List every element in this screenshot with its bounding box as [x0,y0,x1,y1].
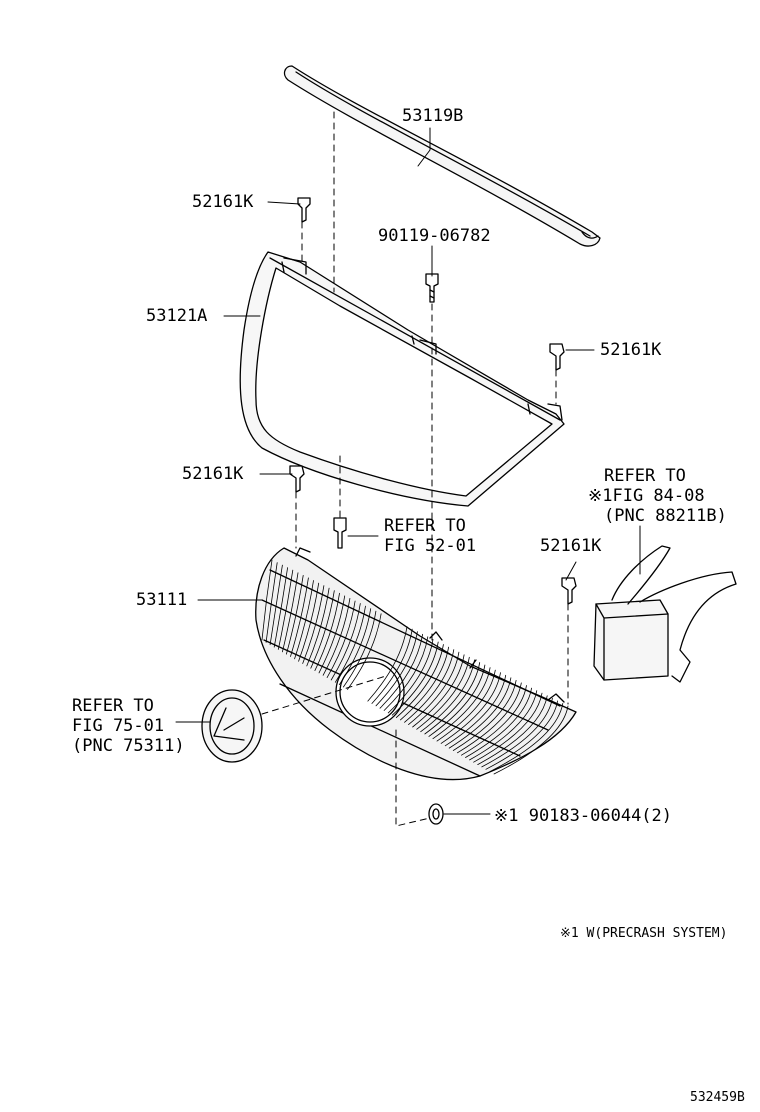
grille-slat [387,639,434,714]
grille-slat [322,598,351,676]
grille-slat [432,667,491,740]
label-52161k-2: 52161K [600,340,662,360]
label-ref-75-01-line1: REFER TO [72,696,154,716]
grille-slat [391,641,439,716]
grille-slat [469,690,538,761]
label-53121a: 53121A [146,306,208,326]
grille-slat [265,562,278,643]
grille-slat [273,567,288,648]
grille-slat [440,672,501,744]
grille-slat [306,587,330,667]
label-53111: 53111 [136,590,188,610]
clip-52161k-1 [297,197,311,223]
grille-slat [298,582,320,662]
screw-90119-06782 [425,273,439,303]
grille-slat [383,636,429,711]
grille-slat [294,580,314,660]
grille-slat [371,628,413,704]
grille-slat [481,697,553,768]
grille-slat [428,664,486,737]
nut-90183-06044 [428,803,444,825]
grille-slat [277,569,294,650]
label-90183-06044: ※1 90183-06044(2) [494,806,673,826]
label-52161k-1: 52161K [192,192,254,212]
label-ref-52-01-line2: FIG 52-01 [384,536,477,556]
grille-slat [334,605,366,683]
grille-slat [330,603,361,681]
label-52161k-3: 52161K [182,464,244,484]
grille-slat [347,613,382,690]
grille-slat [318,595,346,674]
figure-id: 532459B [690,1090,745,1105]
grille-slat [379,633,423,709]
grille-slat [261,559,273,641]
label-52161k-4: 52161K [540,536,602,556]
grille-slat [493,705,569,775]
grille-slats [261,559,569,775]
grille-slat [375,631,418,707]
grille-slat [367,626,408,702]
grille-slat [465,687,532,758]
grille-slat [420,659,475,733]
label-ref-84-08-line1: REFER TO [604,466,686,486]
grille-slat [444,674,507,747]
grille-slat [343,610,377,688]
label-ref-84-08-line3: (PNC 88211B) [604,506,727,526]
grille-slat [452,680,517,751]
grille-slat [412,654,465,728]
grille-slat [461,685,527,756]
grille-slat [395,644,444,718]
grille-slat [457,682,522,754]
footnote-precrash: ※1 W(PRECRASH SYSTEM) [560,926,728,941]
grille-slat [448,677,512,749]
label-90119-06782: 90119-06782 [378,226,491,246]
part-53119b-molding [283,65,601,247]
grille-slat [302,585,325,664]
clip-52161k-3 [289,465,305,493]
grille-slat [424,662,481,735]
grille-slat [326,600,356,678]
grille-slat [404,649,455,723]
part-precrash-sensor [593,545,737,683]
grille-slat [282,572,299,653]
grille-slat [290,577,309,657]
part-53111-grille [255,547,577,781]
label-ref-75-01-line2: FIG 75-01 [72,716,165,736]
part-emblem [201,689,263,763]
clip-52161k-4 [561,577,577,605]
grille-slat [473,692,543,763]
screw-ref-52-01 [333,517,347,549]
grille-slat [286,575,304,655]
grille-slat [485,700,558,770]
grille-slat [416,656,470,730]
grille-slat [338,608,372,686]
grille-slat [400,646,449,721]
grille-slat [436,669,496,742]
label-53119b: 53119B [402,106,464,126]
grille-slat [477,695,548,765]
label-ref-84-08-line2: ※1FIG 84-08 [588,486,705,506]
grille-slat [310,590,335,669]
grille-slat [314,592,340,671]
clip-52161k-2 [549,343,565,371]
part-53121a-frame [239,251,565,507]
label-ref-52-01-line1: REFER TO [384,516,466,536]
label-ref-75-01-line3: (PNC 75311) [72,736,185,756]
grille-slat [489,703,564,772]
grille-slat [269,564,283,646]
grille-slat [408,651,460,725]
